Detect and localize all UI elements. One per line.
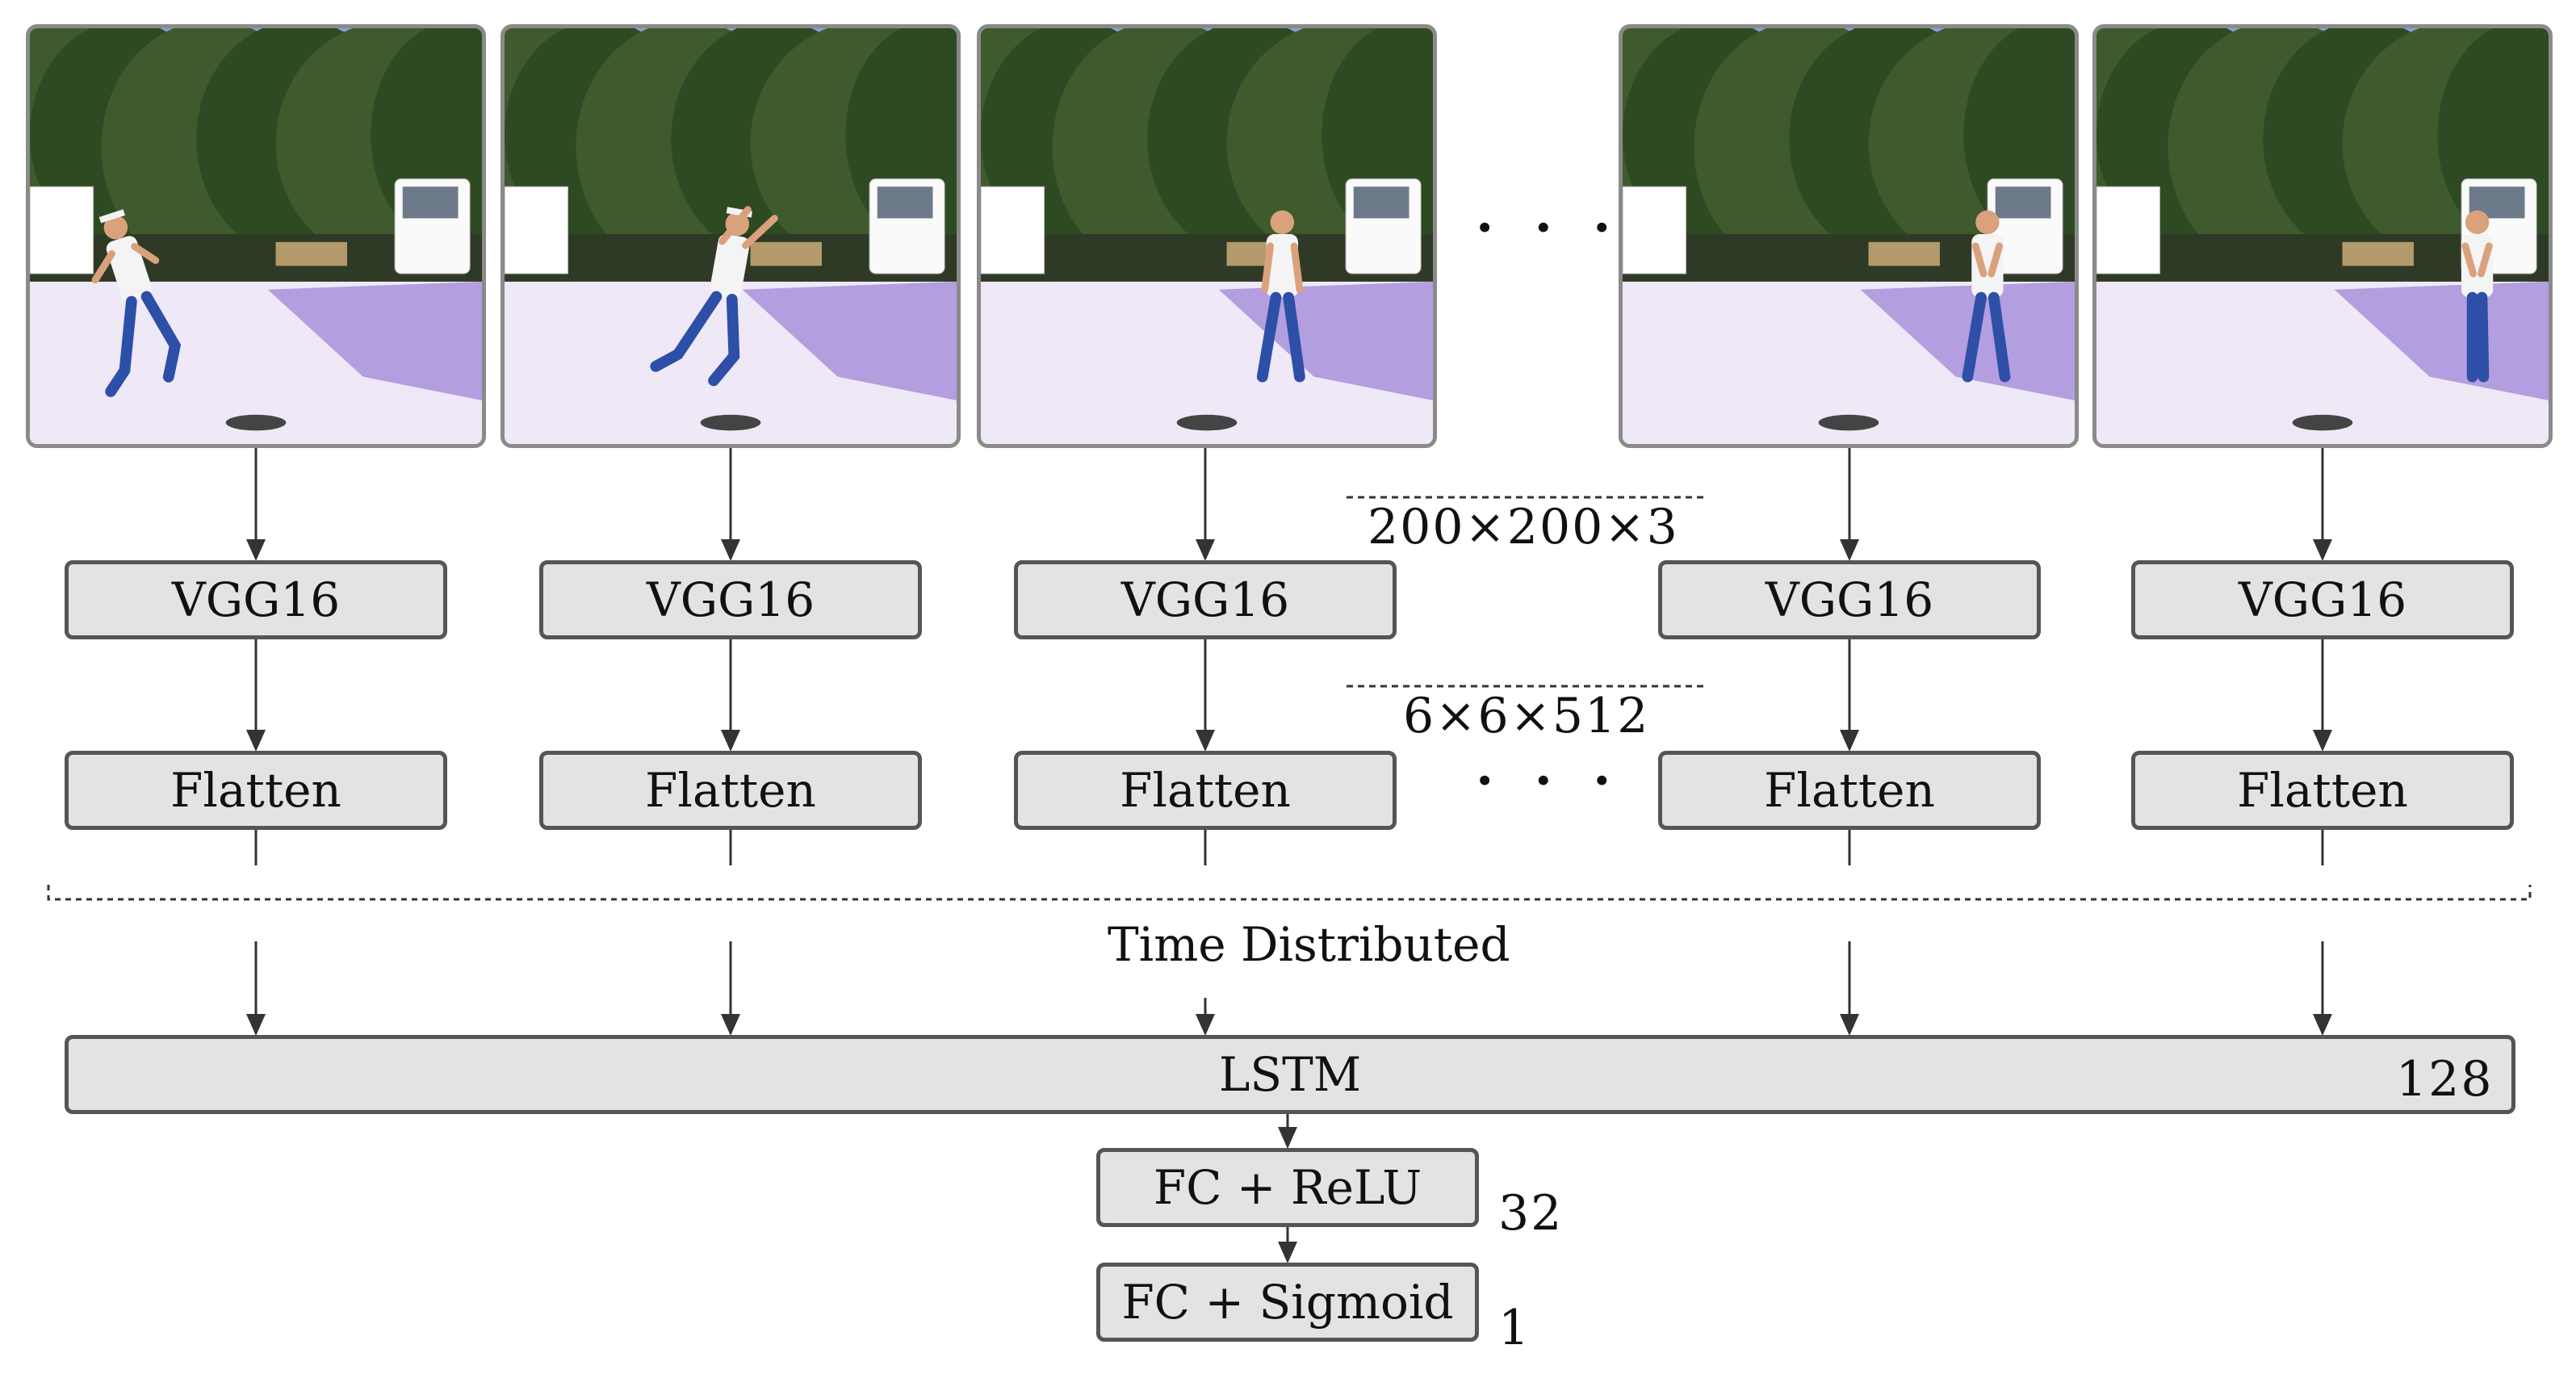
- vgg16-box-1: VGG16: [65, 560, 447, 639]
- person: [2461, 210, 2494, 383]
- leg: [105, 295, 137, 397]
- arm: [131, 242, 160, 264]
- trailer: [275, 241, 347, 266]
- arm: [2478, 242, 2493, 278]
- time-distributed-bracket: [47, 885, 2532, 901]
- input-frame-2: [501, 24, 961, 448]
- leg: [650, 291, 723, 372]
- trailer: [1868, 241, 1940, 266]
- trailer: [2342, 241, 2414, 266]
- leg: [140, 291, 182, 383]
- flatten-ellipsis: · · ·: [1476, 751, 1623, 811]
- flatten-box-5: Flatten: [2131, 751, 2514, 830]
- caravan: [2096, 186, 2161, 274]
- leg: [2476, 291, 2490, 383]
- leg: [708, 293, 740, 387]
- van-window: [877, 186, 933, 219]
- leg: [1256, 291, 1282, 383]
- vgg16-box-3: VGG16: [1014, 560, 1397, 639]
- shadow: [1860, 281, 2075, 401]
- drain: [225, 414, 287, 431]
- drain: [2292, 414, 2353, 431]
- arm: [91, 249, 115, 284]
- arm: [1290, 242, 1304, 294]
- shirt: [1266, 234, 1298, 298]
- drain: [1176, 414, 1238, 431]
- frames-ellipsis: · · ·: [1476, 198, 1623, 258]
- cap: [98, 209, 125, 224]
- frame-image-5: [2096, 28, 2549, 444]
- arm: [2461, 242, 2478, 278]
- shirt: [710, 233, 750, 300]
- flatten-box-2: Flatten: [539, 751, 922, 830]
- feature-dims-label: 6×6×512: [1403, 688, 1650, 744]
- leg: [1987, 291, 2011, 383]
- arm: [1987, 242, 2004, 278]
- drain: [1818, 414, 1879, 431]
- frame-image-3: [981, 28, 1433, 444]
- person: [1962, 210, 2011, 383]
- frame-image-2: [505, 28, 957, 444]
- person: [650, 206, 778, 387]
- person: [1256, 210, 1305, 383]
- person: [91, 209, 182, 397]
- input-frame-5: [2092, 24, 2553, 448]
- head: [1270, 210, 1295, 235]
- lstm-units-label: 128: [2396, 1051, 2494, 1108]
- caravan: [1623, 186, 1687, 274]
- caravan: [981, 186, 1045, 274]
- fc-relu-box: FC + ReLU: [1096, 1148, 1479, 1227]
- caravan: [30, 186, 94, 274]
- leg: [1962, 291, 1987, 383]
- fc-sigmoid-units-label: 1: [1498, 1300, 1531, 1356]
- input-frame-4: [1619, 24, 2079, 448]
- fc-relu-units-label: 32: [1498, 1185, 1564, 1242]
- input-dims-label: 200×200×3: [1368, 499, 1679, 555]
- caravan: [505, 186, 569, 274]
- flatten-box-1: Flatten: [65, 751, 447, 830]
- head: [103, 216, 128, 240]
- van-window: [1995, 186, 2051, 219]
- shirt: [106, 236, 153, 302]
- time-distributed-label: Time Distributed: [1108, 917, 1510, 972]
- arm: [718, 206, 752, 245]
- drain: [700, 414, 761, 431]
- lstm-label: LSTM: [1218, 1047, 1362, 1102]
- vgg16-box-2: VGG16: [539, 560, 922, 639]
- fc-sigmoid-box: FC + Sigmoid: [1096, 1263, 1479, 1342]
- trailer: [750, 241, 822, 266]
- flatten-box-4: Flatten: [1658, 751, 2041, 830]
- vgg16-box-5: VGG16: [2131, 560, 2514, 639]
- van-window: [402, 186, 459, 219]
- input-frame-3: [977, 24, 1437, 448]
- lstm-box: LSTM: [65, 1035, 2515, 1114]
- head: [1975, 210, 2000, 235]
- flatten-box-3: Flatten: [1014, 751, 1397, 830]
- arm: [1971, 242, 1987, 278]
- shadow: [742, 281, 957, 401]
- arm: [1261, 242, 1275, 294]
- arm: [742, 215, 778, 249]
- input-frame-1: [26, 24, 486, 448]
- frame-image-1: [30, 28, 482, 444]
- head: [2465, 210, 2490, 235]
- leg: [1283, 291, 1305, 383]
- vgg16-box-4: VGG16: [1658, 560, 2041, 639]
- shadow: [2334, 281, 2549, 401]
- frame-image-4: [1623, 28, 2075, 444]
- shadow: [267, 281, 482, 401]
- van-window: [1353, 186, 1409, 219]
